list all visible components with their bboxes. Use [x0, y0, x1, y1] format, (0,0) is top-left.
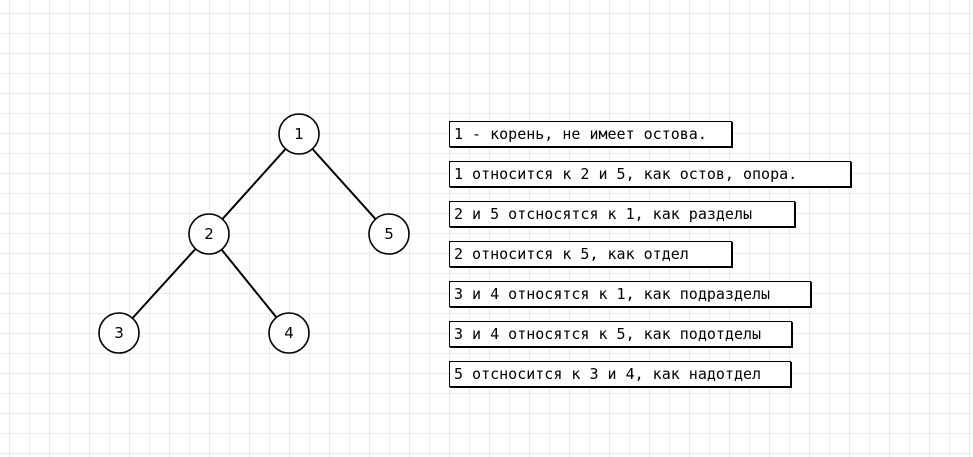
tree-node-5: 5 [368, 213, 410, 255]
tree-node-3: 3 [98, 312, 140, 354]
tree-node-2: 2 [188, 213, 230, 255]
note-box: 1 относится к 2 и 5, как остов, опора. [449, 161, 851, 187]
edge-2-4 [208, 233, 290, 334]
tree-node-4-label: 4 [284, 324, 294, 342]
edge-1-2 [208, 133, 300, 235]
note-box: 1 - корень, не имеет остова. [449, 121, 732, 147]
tree-node-1: 1 [278, 113, 320, 155]
note-box: 5 отсносится к 3 и 4, как надотдел [449, 361, 791, 387]
edge-1-5 [298, 133, 390, 235]
tree-node-4: 4 [268, 312, 310, 354]
tree-node-3-label: 3 [114, 324, 124, 342]
tree-node-1-label: 1 [294, 125, 304, 143]
edge-2-3 [118, 233, 210, 334]
note-box: 2 относится к 5, как отдел [449, 241, 732, 267]
tree-node-5-label: 5 [384, 225, 394, 243]
tree-node-2-label: 2 [204, 225, 214, 243]
note-box: 3 и 4 относятся к 1, как подразделы [449, 281, 811, 307]
note-box: 2 и 5 отсносятся к 1, как разделы [449, 201, 795, 227]
note-box: 3 и 4 относятся к 5, как подотделы [449, 321, 792, 347]
